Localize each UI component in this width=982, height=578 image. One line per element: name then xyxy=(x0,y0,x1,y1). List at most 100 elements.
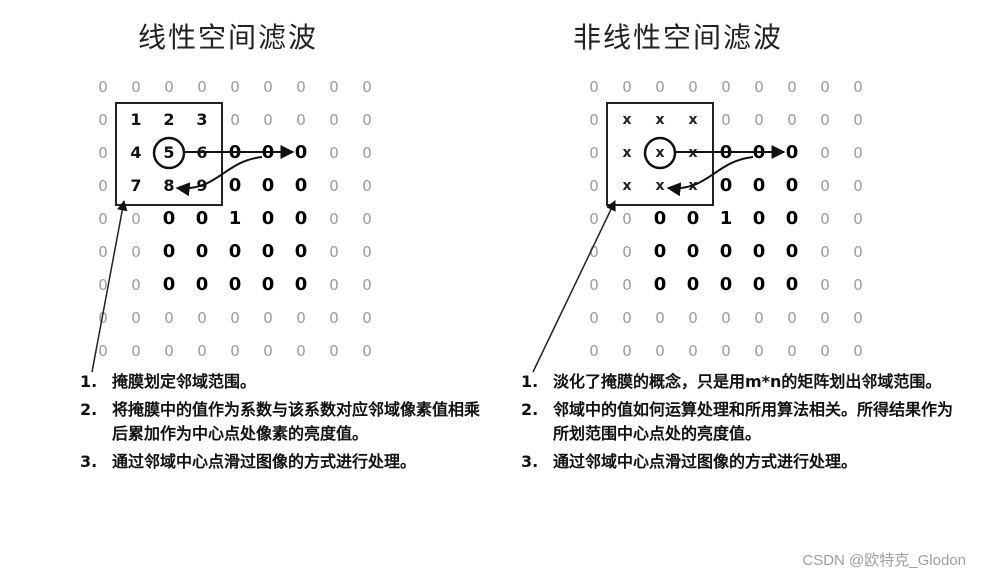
mask-placeholder: x xyxy=(622,145,632,161)
mask-placeholder: x xyxy=(655,178,665,194)
mask-coefficient: 8 xyxy=(163,176,175,195)
grid-cell: 0 xyxy=(688,309,698,327)
note-number: 3. xyxy=(521,452,539,471)
grid-cell: 0 xyxy=(131,210,141,228)
watermark: CSDN @欧特克_Glodon xyxy=(802,552,966,569)
image-pixel: 0 xyxy=(294,208,308,229)
note-item: 1.淡化了掩膜的概念，只是用m*n的矩阵划出邻域范围。 xyxy=(521,370,961,394)
grid-cell: 0 xyxy=(589,309,599,327)
grid-cell: 0 xyxy=(329,144,339,162)
grid-cell: 0 xyxy=(622,309,632,327)
grid-cell: 0 xyxy=(853,210,863,228)
grid-cell: 0 xyxy=(721,111,731,129)
image-pixel: 0 xyxy=(686,274,700,295)
grid-cell: 0 xyxy=(754,309,764,327)
mask-coefficient: 6 xyxy=(196,143,208,162)
image-pixel: 0 xyxy=(785,208,799,229)
mask-placeholder: x xyxy=(688,112,698,128)
grid-cell: 0 xyxy=(197,78,207,96)
note-text: 通过邻域中心点滑过图像的方式进行处理。 xyxy=(553,452,858,471)
image-pixel: 0 xyxy=(294,274,308,295)
grid-cell: 0 xyxy=(263,78,273,96)
grid-cell: 0 xyxy=(230,309,240,327)
note-text: 将掩膜中的值作为系数与该系数对应邻域像素值相乘后累加作为中心点处像素的亮度值。 xyxy=(112,400,481,443)
grid-cell: 0 xyxy=(164,78,174,96)
grid-cell: 0 xyxy=(853,177,863,195)
image-pixel: 0 xyxy=(162,241,176,262)
grid-cell: 0 xyxy=(655,78,665,96)
note-item: 1.掩膜划定邻域范围。 xyxy=(80,370,485,394)
mask-coefficient: 3 xyxy=(196,110,208,129)
mask-placeholder: x xyxy=(622,112,632,128)
note-item: 3.通过邻域中心点滑过图像的方式进行处理。 xyxy=(80,450,485,474)
image-pixel: 0 xyxy=(195,274,209,295)
image-pixel: 0 xyxy=(261,175,275,196)
grid-cell: 0 xyxy=(329,78,339,96)
mask-placeholder: x xyxy=(688,178,698,194)
grid-cell: 0 xyxy=(131,78,141,96)
grid-cell: 0 xyxy=(362,144,372,162)
grid-cell: 0 xyxy=(589,210,599,228)
grid-cell: 0 xyxy=(820,243,830,261)
image-pixel: 0 xyxy=(719,241,733,262)
grid-cell: 0 xyxy=(263,309,273,327)
grid-cell: 0 xyxy=(329,342,339,360)
grid-cell: 0 xyxy=(820,210,830,228)
mask-coefficient: 2 xyxy=(163,110,175,129)
mask-placeholder: x xyxy=(622,178,632,194)
grid-cell: 0 xyxy=(853,243,863,261)
grid-cell: 0 xyxy=(230,111,240,129)
grid-cell: 0 xyxy=(853,276,863,294)
grid-cell: 0 xyxy=(853,144,863,162)
grid-cell: 0 xyxy=(589,243,599,261)
image-pixel: 0 xyxy=(686,241,700,262)
note-item: 2.将掩膜中的值作为系数与该系数对应邻域像素值相乘后累加作为中心点处像素的亮度值… xyxy=(80,398,485,446)
grid-cell: 0 xyxy=(98,111,108,129)
image-pixel: 0 xyxy=(261,241,275,262)
grid-cell: 0 xyxy=(754,111,764,129)
grid-cell: 0 xyxy=(164,309,174,327)
grid-cell: 0 xyxy=(589,342,599,360)
note-text: 掩膜划定邻域范围。 xyxy=(112,372,257,391)
note-item: 2.邻域中的值如何运算处理和所用算法相关。所得结果作为所划范围中心点处的亮度值。 xyxy=(521,398,961,446)
grid-cell: 0 xyxy=(329,111,339,129)
image-pixel: 0 xyxy=(195,241,209,262)
grid-cell: 0 xyxy=(853,342,863,360)
grid-cell: 0 xyxy=(164,342,174,360)
grid-cell: 0 xyxy=(230,342,240,360)
image-pixel: 0 xyxy=(653,274,667,295)
image-pixel: 0 xyxy=(686,208,700,229)
grid-cell: 0 xyxy=(329,210,339,228)
image-pixel: 0 xyxy=(162,208,176,229)
grid-cell: 0 xyxy=(754,342,764,360)
image-pixel: 0 xyxy=(719,142,733,163)
image-pixel: 0 xyxy=(653,208,667,229)
note-number: 3. xyxy=(80,452,98,471)
image-pixel: 0 xyxy=(752,175,766,196)
grid-cell: 0 xyxy=(263,342,273,360)
image-pixel: 0 xyxy=(195,208,209,229)
image-pixel: 1 xyxy=(719,208,733,229)
grid-cell: 0 xyxy=(622,342,632,360)
image-pixel: 0 xyxy=(785,241,799,262)
mask-coefficient: 4 xyxy=(130,143,142,162)
image-pixel: 0 xyxy=(752,142,766,163)
grid-cell: 0 xyxy=(853,78,863,96)
mask-coefficient: 7 xyxy=(130,176,142,195)
grid-cell: 0 xyxy=(98,177,108,195)
grid-cell: 0 xyxy=(589,276,599,294)
grid-cell: 0 xyxy=(131,243,141,261)
image-pixel: 0 xyxy=(752,274,766,295)
grid-cell: 0 xyxy=(721,309,731,327)
nonlinear-filter-title: 非线性空间滤波 xyxy=(573,21,784,54)
grid-cell: 0 xyxy=(589,144,599,162)
grid-cell: 0 xyxy=(98,210,108,228)
grid-cell: 0 xyxy=(362,309,372,327)
grid-cell: 0 xyxy=(296,342,306,360)
mask-placeholder: x xyxy=(688,145,698,161)
grid-cell: 0 xyxy=(820,111,830,129)
image-pixel: 0 xyxy=(785,142,799,163)
image-pixel: 0 xyxy=(294,142,308,163)
